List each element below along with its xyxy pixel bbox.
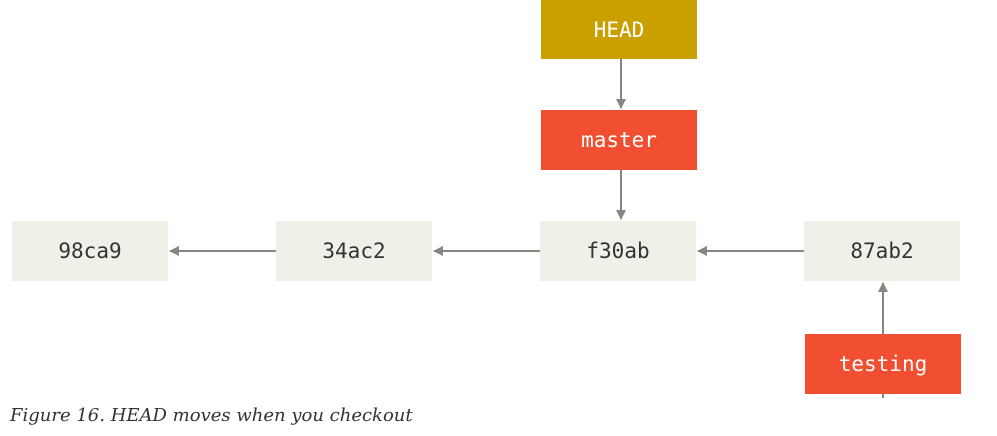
commit-87ab2: 87ab2 — [804, 221, 960, 281]
branch-testing-label: testing — [838, 352, 928, 376]
branch-testing: testing — [805, 334, 961, 394]
commit-id: 87ab2 — [850, 239, 914, 263]
head-label: HEAD — [593, 17, 645, 42]
branch-master: master — [541, 110, 697, 170]
commit-34ac2: 34ac2 — [276, 221, 432, 281]
branch-master-label: master — [581, 128, 657, 152]
head-pointer: HEAD — [541, 0, 697, 59]
figure-caption: Figure 16. HEAD moves when you checkout — [10, 405, 413, 426]
commit-id: f30ab — [586, 239, 650, 263]
commit-id: 34ac2 — [322, 239, 386, 263]
commit-f30ab: f30ab — [540, 221, 696, 281]
commit-98ca9: 98ca9 — [12, 221, 168, 281]
commit-id: 98ca9 — [58, 239, 122, 263]
